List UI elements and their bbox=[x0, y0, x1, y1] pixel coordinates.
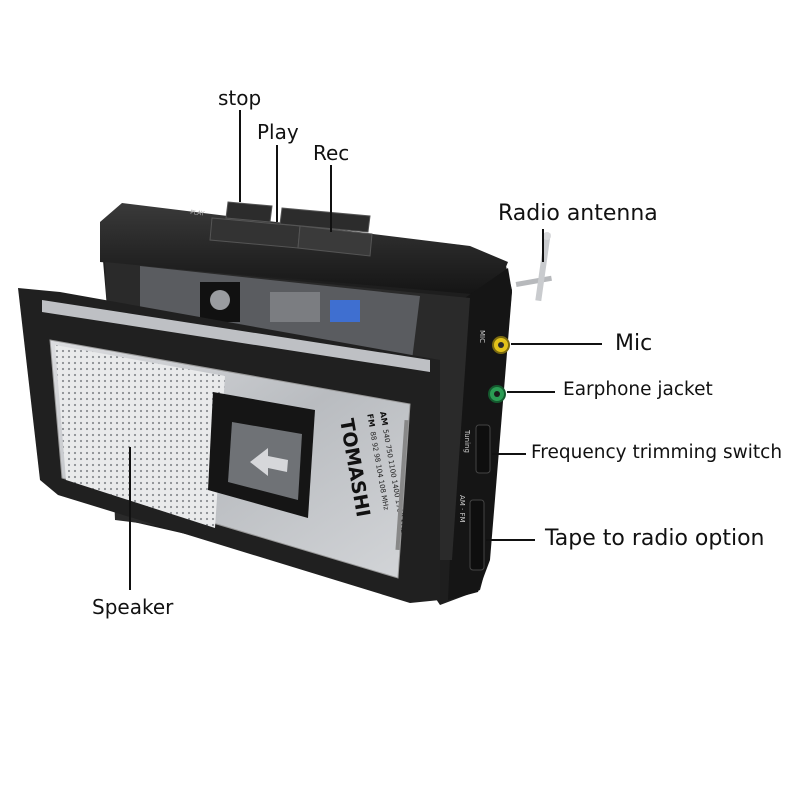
stop-key[interactable] bbox=[225, 201, 273, 223]
mic-port-hole bbox=[498, 342, 504, 348]
callout-earphone-jacket: Earphone jacket bbox=[563, 379, 713, 400]
door-window bbox=[42, 300, 430, 372]
callout-tape-to-radio-option: Tape to radio option bbox=[545, 526, 765, 551]
side-tuning-label: Tuning bbox=[463, 429, 471, 453]
band-am-label: AM bbox=[378, 411, 389, 427]
window-arrow bbox=[250, 448, 288, 476]
rec-key[interactable] bbox=[297, 225, 373, 257]
callout-stop: stop bbox=[218, 86, 262, 110]
player-top bbox=[100, 203, 508, 296]
speaker-grille bbox=[55, 345, 225, 528]
band-switch[interactable] bbox=[469, 499, 485, 571]
mechanism-blue-part bbox=[330, 300, 360, 322]
callout-radio-antenna: Radio antenna bbox=[498, 201, 658, 226]
tuning-indicator bbox=[395, 420, 409, 550]
side-mic-label: MIC bbox=[478, 330, 486, 343]
tuning-wheel[interactable] bbox=[475, 424, 491, 474]
callout-frequency-trimming-switch: Frequency trimming switch bbox=[531, 442, 783, 463]
band-fm-label: FM bbox=[365, 413, 376, 428]
callout-rec: Rec bbox=[313, 141, 350, 165]
side-band-label: AM · FM bbox=[458, 495, 466, 523]
antenna bbox=[515, 232, 552, 302]
callout-play: Play bbox=[257, 120, 299, 144]
callout-speaker: Speaker bbox=[92, 595, 174, 619]
leader-lines bbox=[129, 110, 602, 590]
mechanism-head bbox=[270, 292, 320, 322]
callout-mic: Mic bbox=[615, 331, 653, 356]
earphone-port-hole bbox=[494, 391, 500, 397]
top-play-label: PLAY bbox=[190, 209, 205, 218]
mechanism-reel bbox=[210, 290, 230, 310]
